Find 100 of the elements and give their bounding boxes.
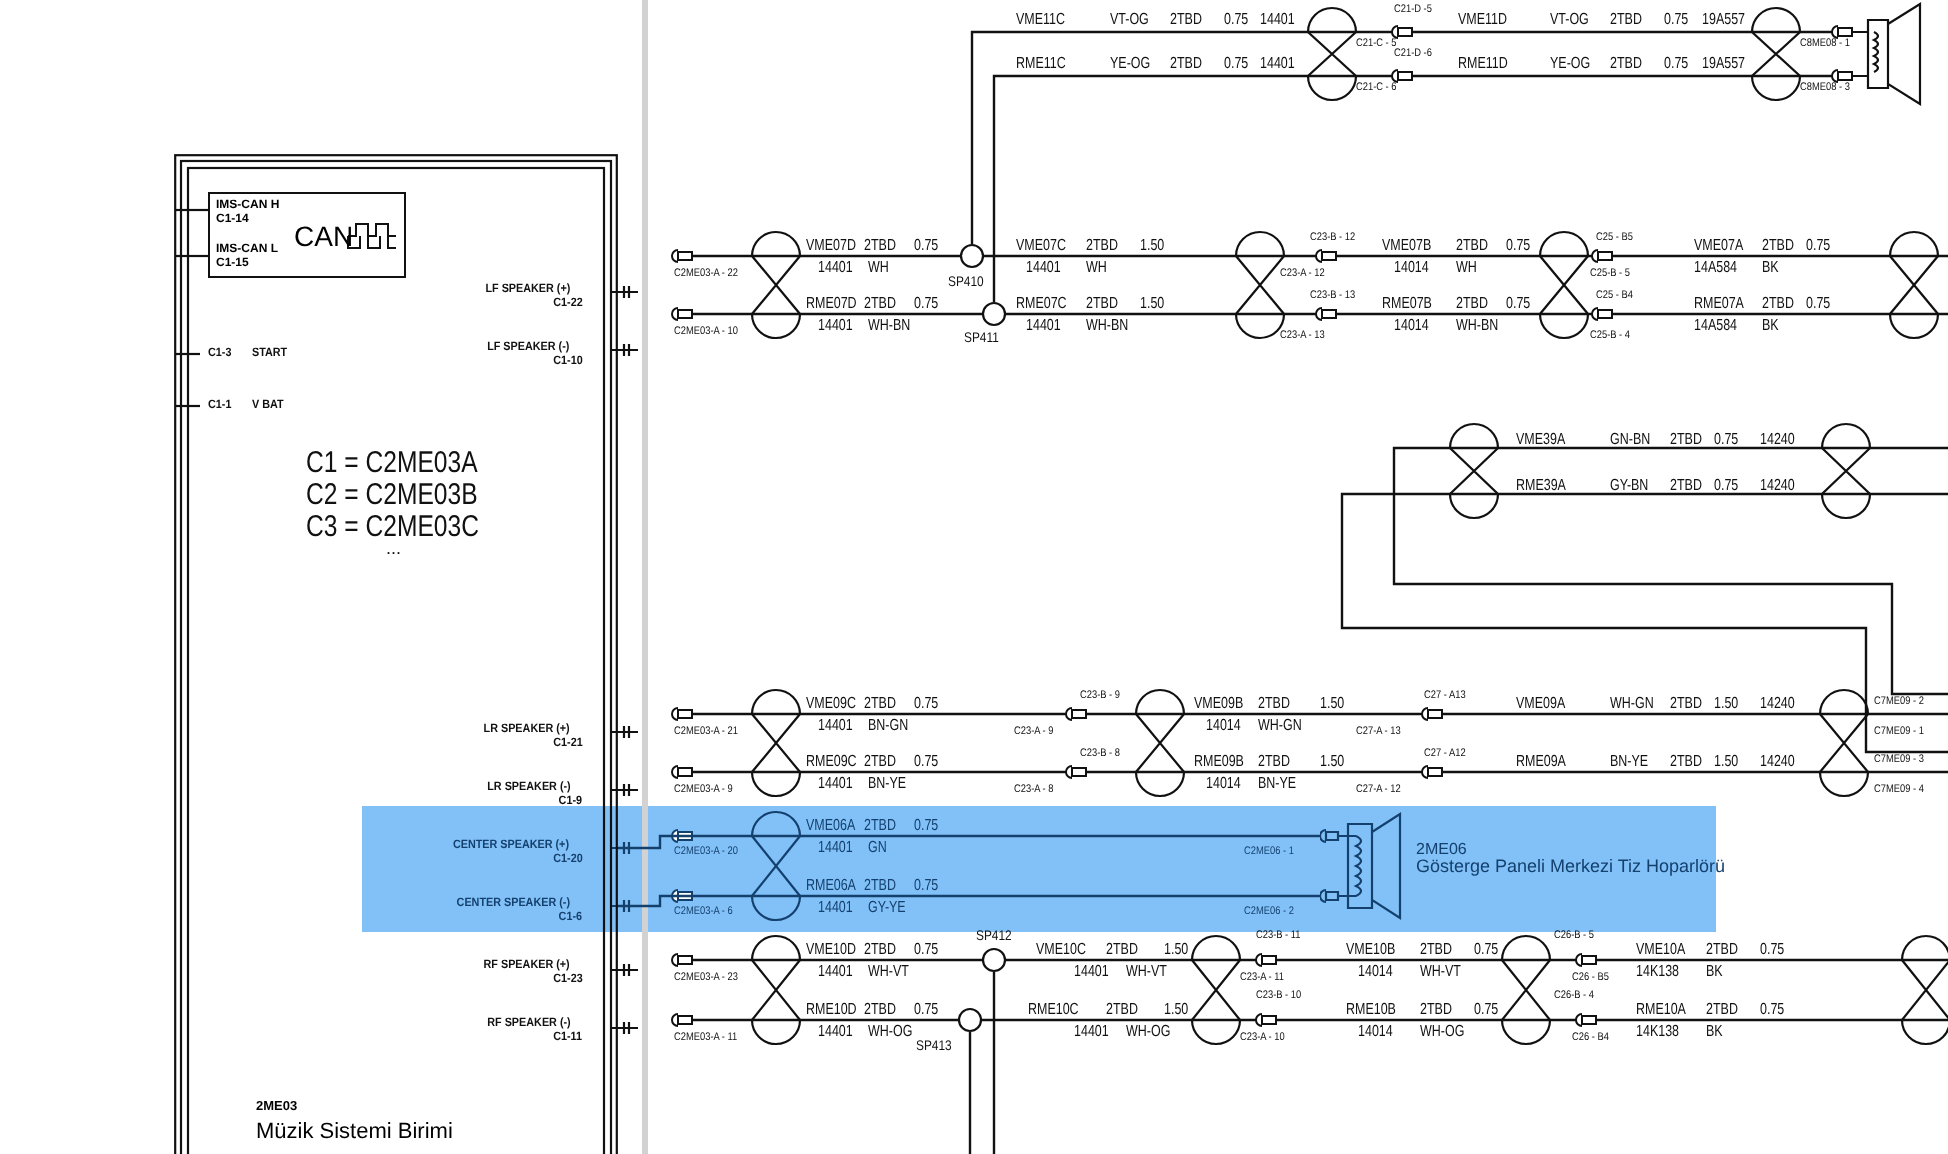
wire-label: 2TBD bbox=[864, 1002, 896, 1018]
wire-label: 1.50 bbox=[1320, 696, 1345, 712]
wire-label: 0.75 bbox=[1506, 238, 1531, 254]
wire-label: 2TBD bbox=[1670, 478, 1702, 494]
wire-label: 14401 bbox=[818, 840, 853, 856]
wire-label: 0.75 bbox=[914, 296, 939, 312]
wire-label: 14240 bbox=[1760, 754, 1795, 770]
wire-label: VME07C bbox=[1016, 238, 1066, 254]
wire-label: 0.75 bbox=[1474, 942, 1499, 958]
wire-label: VME07B bbox=[1382, 238, 1432, 254]
wire-label: 14014 bbox=[1394, 260, 1429, 276]
wire-label: GN-BN bbox=[1610, 432, 1651, 448]
wire-label: 0.75 bbox=[1224, 12, 1249, 28]
connector-note: C1 = C2ME03A bbox=[306, 448, 478, 478]
wire-label: VME10D bbox=[806, 942, 856, 958]
wire-label: 0.75 bbox=[1506, 296, 1531, 312]
wire-label: 14401 bbox=[1074, 964, 1109, 980]
wire-label: 0.75 bbox=[1474, 1002, 1499, 1018]
wire-label: 14401 bbox=[1026, 260, 1061, 276]
wire-label: 0.75 bbox=[914, 818, 939, 834]
wire-label: 0.75 bbox=[1714, 478, 1739, 494]
wire-label: 2TBD bbox=[864, 238, 896, 254]
wire-label: RME39A bbox=[1516, 478, 1566, 494]
bus-label: CAN bbox=[294, 222, 354, 250]
wire-label: 14014 bbox=[1358, 1024, 1393, 1040]
wire-label: 2TBD bbox=[1086, 296, 1118, 312]
wire-label: 0.75 bbox=[1664, 12, 1689, 28]
wire-label: VME06A bbox=[806, 818, 856, 834]
module-box bbox=[174, 154, 618, 1154]
wire-label: WH-BN bbox=[1456, 318, 1499, 334]
wire-label: 19A557 bbox=[1702, 56, 1746, 72]
wire-label: WH bbox=[868, 260, 889, 276]
wire-label: BK bbox=[1762, 318, 1779, 334]
wire-label: 2TBD bbox=[1086, 238, 1118, 254]
wire-label: 2TBD bbox=[1670, 696, 1702, 712]
connector-note: C2 = C2ME03B bbox=[306, 480, 478, 510]
wire-label: 2TBD bbox=[864, 878, 896, 894]
wire-label: RME10C bbox=[1028, 1002, 1079, 1018]
wire bbox=[618, 894, 1320, 908]
wire-label: 14014 bbox=[1394, 318, 1429, 334]
wire-label: 14401 bbox=[1260, 56, 1295, 72]
wire-label: RME06A bbox=[806, 878, 856, 894]
wire-label: VME10A bbox=[1636, 942, 1686, 958]
wire-label: 2TBD bbox=[1762, 238, 1794, 254]
wire-label: 14240 bbox=[1760, 696, 1795, 712]
wire-label: 14A584 bbox=[1694, 260, 1738, 276]
wire-label: 2TBD bbox=[864, 818, 896, 834]
wire-label: 0.75 bbox=[914, 754, 939, 770]
wire-label: 1.50 bbox=[1140, 238, 1165, 254]
wire-label: 0.75 bbox=[914, 1002, 939, 1018]
wire-label: 14K138 bbox=[1636, 964, 1680, 980]
wire-label: WH-VT bbox=[868, 964, 909, 980]
wire-label: 14401 bbox=[1074, 1024, 1109, 1040]
wire-label: YE-OG bbox=[1550, 56, 1591, 72]
wire-label: RME09A bbox=[1516, 754, 1566, 770]
wire-label: 1.50 bbox=[1320, 754, 1345, 770]
wire-label: 2TBD bbox=[864, 754, 896, 770]
wire-label: WH-VT bbox=[1126, 964, 1167, 980]
wire-label: RME11D bbox=[1458, 56, 1508, 72]
wire-label: 2TBD bbox=[1258, 754, 1290, 770]
wire-label: 2TBD bbox=[864, 696, 896, 712]
wire-label: 2TBD bbox=[864, 296, 896, 312]
wire-label: WH-OG bbox=[868, 1024, 913, 1040]
wire-label: 1.50 bbox=[1164, 942, 1189, 958]
wire-label: VT-OG bbox=[1110, 12, 1149, 28]
wire-label: 2TBD bbox=[1106, 1002, 1138, 1018]
wire-label: 2TBD bbox=[1706, 1002, 1738, 1018]
wire-label: 2TBD bbox=[1670, 754, 1702, 770]
wire-label: VME07D bbox=[806, 238, 856, 254]
wire-label: BN-YE bbox=[1610, 754, 1649, 770]
wire-label: RME10B bbox=[1346, 1002, 1396, 1018]
connector-note: C3 = C2ME03C bbox=[306, 512, 479, 542]
wire-label: 1.50 bbox=[1140, 296, 1165, 312]
wire-label: 2TBD bbox=[1610, 56, 1642, 72]
wire-label: RME10D bbox=[806, 1002, 857, 1018]
wire-label: 2TBD bbox=[864, 942, 896, 958]
wire-label: 0.75 bbox=[1806, 296, 1831, 312]
wire-label: 0.75 bbox=[1760, 1002, 1785, 1018]
wire-label: VME11D bbox=[1458, 12, 1507, 28]
wire-label: 14401 bbox=[818, 964, 853, 980]
wire-label: 0.75 bbox=[914, 942, 939, 958]
wire-label: WH bbox=[1456, 260, 1477, 276]
module-title: Müzik Sistemi Birimi bbox=[256, 1122, 453, 1144]
wire-label: 0.75 bbox=[1760, 942, 1785, 958]
wire-label: VME11C bbox=[1016, 12, 1065, 28]
wire-label: 2TBD bbox=[1706, 942, 1738, 958]
wire-label: GN bbox=[868, 840, 887, 856]
wire-label: 0.75 bbox=[1224, 56, 1249, 72]
wire-label: 14240 bbox=[1760, 432, 1795, 448]
wire-label: VT-OG bbox=[1550, 12, 1589, 28]
wire-label: 2TBD bbox=[1258, 696, 1290, 712]
wire-label: VME09B bbox=[1194, 696, 1244, 712]
wire-label: RME09B bbox=[1194, 754, 1244, 770]
wire-label: 14401 bbox=[818, 718, 853, 734]
wire-label: GY-BN bbox=[1610, 478, 1649, 494]
wire-label: VME10B bbox=[1346, 942, 1396, 958]
wire-label: BK bbox=[1706, 1024, 1723, 1040]
wire-label: 2TBD bbox=[1670, 432, 1702, 448]
wire-label: 0.75 bbox=[914, 238, 939, 254]
wire-label: WH-GN bbox=[1258, 718, 1302, 734]
